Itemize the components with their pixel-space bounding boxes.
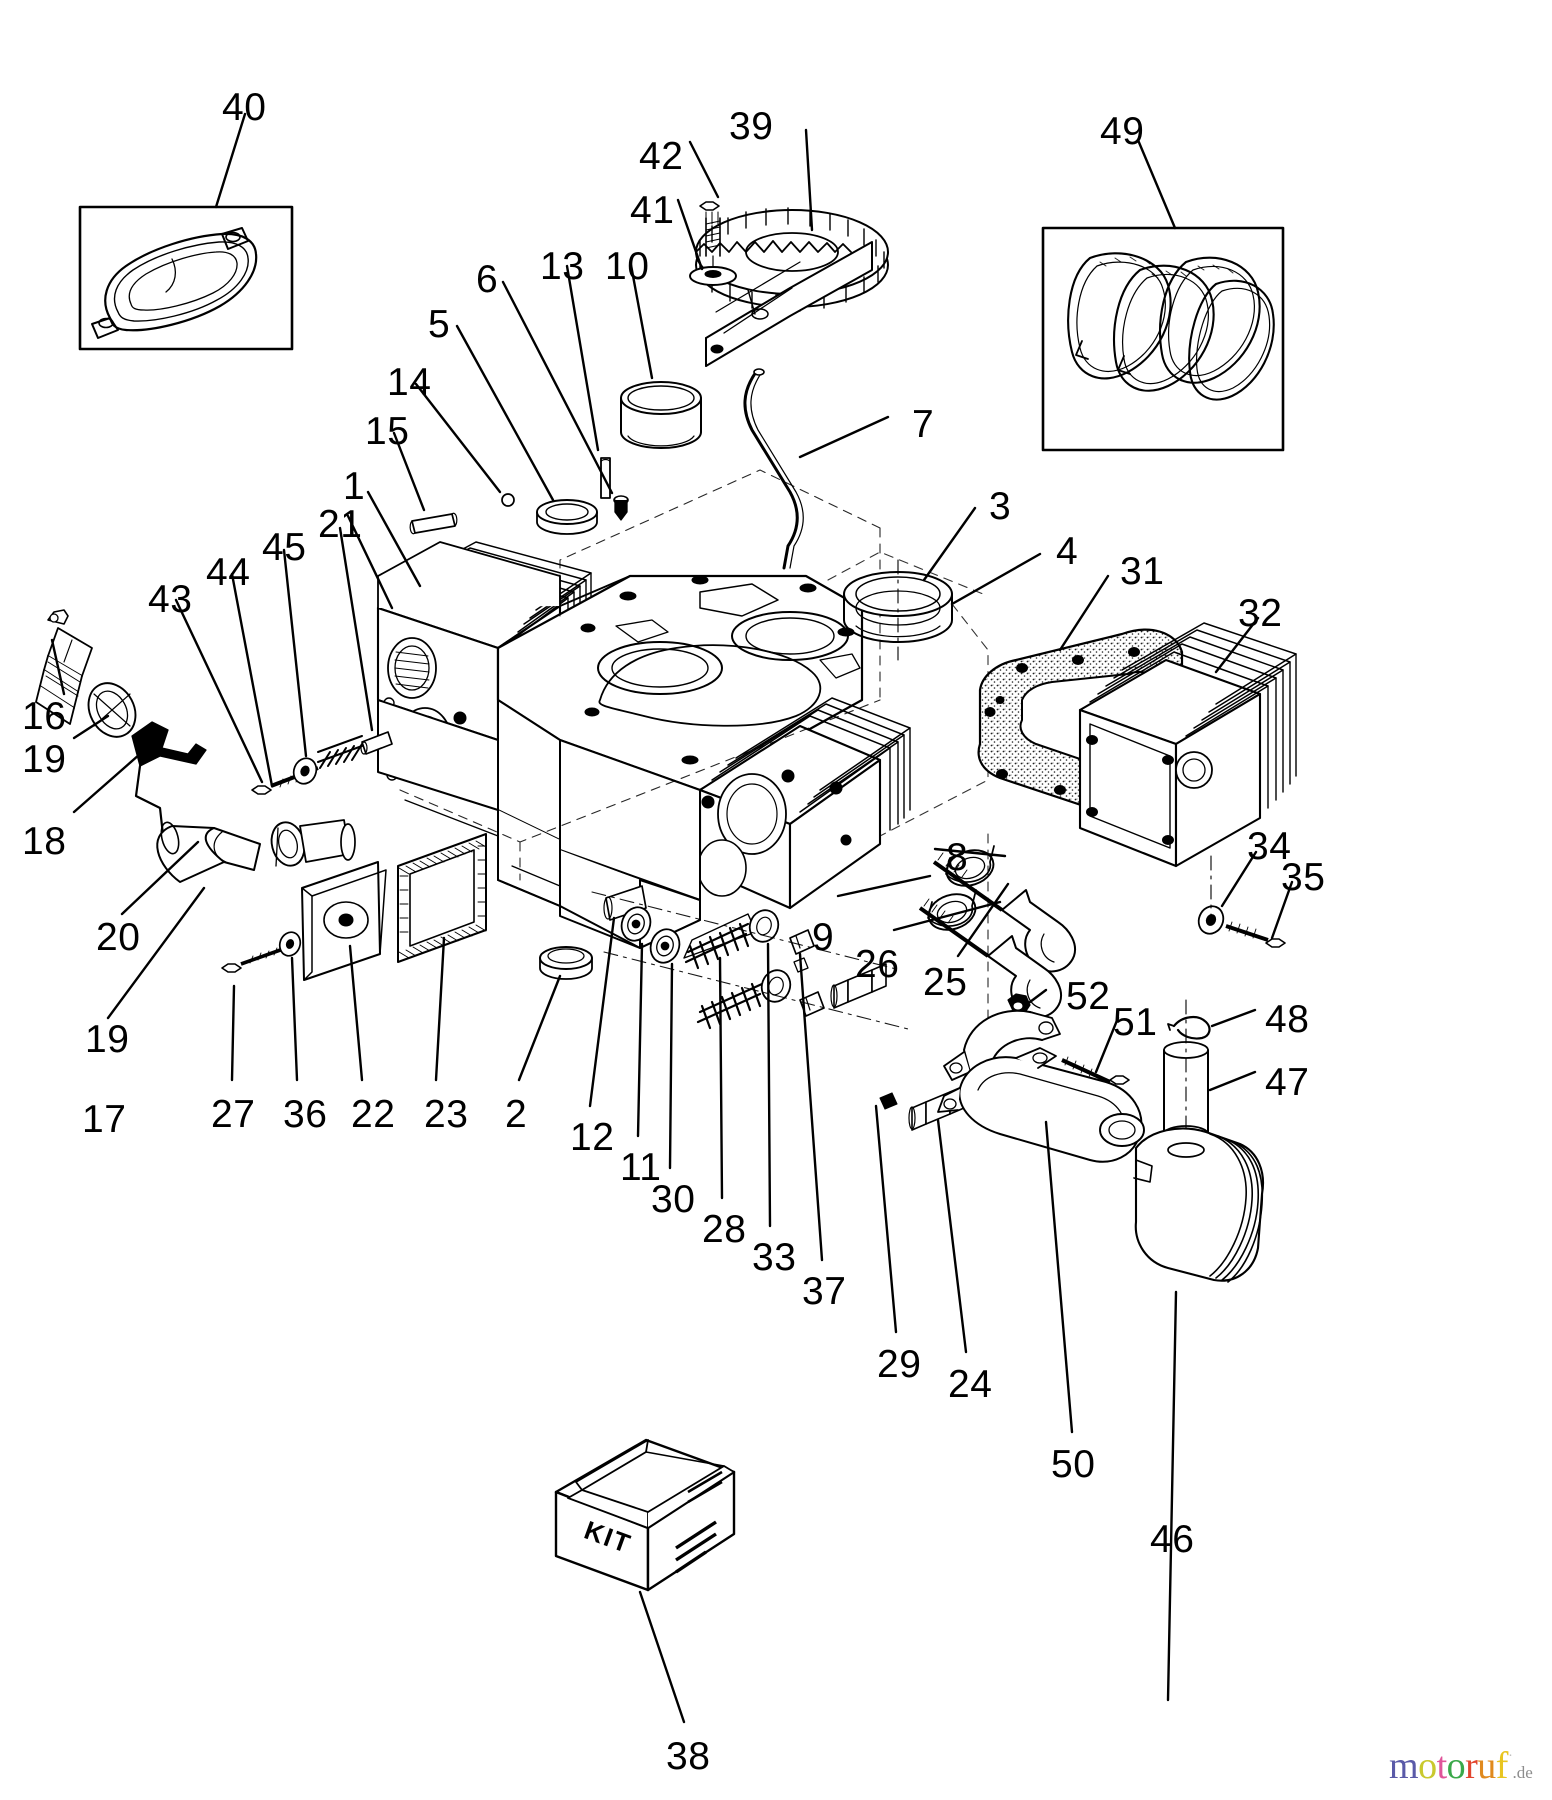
callout-15: 15 bbox=[365, 410, 410, 453]
valve-train-row bbox=[588, 885, 968, 1354]
watermark-letter-t: t bbox=[1436, 1745, 1448, 1787]
watermark-letter-u: u bbox=[1477, 1745, 1496, 1787]
callout-47: 47 bbox=[1265, 1061, 1310, 1104]
callout-19-lower: 19 bbox=[85, 1018, 130, 1061]
watermark-letter-m: m bbox=[1389, 1745, 1419, 1787]
spark-plug-assembly bbox=[35, 609, 261, 1020]
callout-50: 50 bbox=[1051, 1443, 1096, 1486]
callout-37: 37 bbox=[802, 1270, 847, 1313]
head-bolt-assembly bbox=[1197, 850, 1294, 948]
callout-28: 28 bbox=[702, 1208, 747, 1251]
breather-rod bbox=[743, 368, 890, 570]
callout-36: 36 bbox=[283, 1093, 328, 1136]
callout-4: 4 bbox=[1056, 530, 1079, 573]
cylinder-head bbox=[1078, 616, 1297, 868]
callout-6: 6 bbox=[476, 258, 499, 301]
valve-guides bbox=[836, 845, 1007, 931]
breather-cover-assembly bbox=[221, 833, 487, 1082]
lifters bbox=[830, 963, 965, 1131]
fastener-row-left bbox=[174, 526, 393, 795]
dowel-pin-15 bbox=[392, 431, 458, 535]
callout-8: 8 bbox=[946, 836, 969, 879]
crank-bearing bbox=[827, 506, 1042, 837]
callout-51: 51 bbox=[1113, 1001, 1158, 1044]
callout-34: 34 bbox=[1247, 825, 1292, 868]
kit-box bbox=[554, 1438, 736, 1724]
callout-21: 21 bbox=[318, 503, 363, 546]
callout-7: 7 bbox=[912, 403, 935, 446]
detent-14 bbox=[414, 382, 515, 507]
callout-16: 16 bbox=[22, 695, 67, 738]
callout-35: 35 bbox=[1281, 856, 1326, 899]
callout-3: 3 bbox=[989, 485, 1012, 528]
callout-52: 52 bbox=[1066, 975, 1111, 1018]
callout-31: 31 bbox=[1120, 550, 1165, 593]
watermark-letter-r: r bbox=[1465, 1745, 1478, 1787]
callout-40: 40 bbox=[222, 86, 267, 129]
gasket-inset-box bbox=[78, 112, 294, 351]
callout-17: 17 bbox=[82, 1098, 127, 1141]
callout-44: 44 bbox=[206, 551, 251, 594]
callout-20: 20 bbox=[96, 916, 141, 959]
gear-bolt bbox=[688, 140, 721, 277]
callout-32: 32 bbox=[1238, 592, 1283, 635]
motoruf-watermark: motoruf˙.de bbox=[1389, 1747, 1533, 1785]
callout-23: 23 bbox=[424, 1093, 469, 1136]
callout-1: 1 bbox=[343, 465, 366, 508]
seal-ring-5 bbox=[455, 324, 598, 535]
watermark-suffix: .de bbox=[1512, 1763, 1533, 1782]
callout-11: 11 bbox=[620, 1146, 662, 1189]
callout-10: 10 bbox=[605, 245, 650, 288]
callout-13: 13 bbox=[540, 245, 585, 288]
gear-washer bbox=[676, 198, 737, 286]
connecting-rod-assembly bbox=[937, 988, 1145, 1434]
callout-39: 39 bbox=[729, 105, 774, 148]
plug-6 bbox=[501, 280, 629, 521]
callout-19: 19 bbox=[22, 738, 67, 781]
callout-49: 49 bbox=[1100, 110, 1145, 153]
governor-gear bbox=[695, 128, 889, 367]
callout-46: 46 bbox=[1150, 1518, 1195, 1561]
callout-48: 48 bbox=[1265, 998, 1310, 1041]
callout-9: 9 bbox=[812, 916, 835, 959]
callout-29: 29 bbox=[877, 1343, 922, 1386]
callout-43: 43 bbox=[148, 578, 193, 621]
dowel-pin-13 bbox=[565, 264, 611, 499]
callout-45: 45 bbox=[262, 526, 307, 569]
callout-30: 30 bbox=[651, 1178, 696, 1221]
oil-seal-2 bbox=[517, 946, 593, 1082]
callout-24: 24 bbox=[948, 1363, 993, 1406]
callout-2: 2 bbox=[505, 1093, 528, 1136]
callout-42: 42 bbox=[639, 135, 684, 178]
callout-5: 5 bbox=[428, 303, 451, 346]
callout-26: 26 bbox=[855, 943, 900, 986]
cylinder-block bbox=[346, 469, 911, 949]
bore-sleeve bbox=[620, 263, 702, 449]
callout-18: 18 bbox=[22, 820, 67, 863]
callout-22: 22 bbox=[351, 1093, 396, 1136]
valves bbox=[892, 833, 1076, 1063]
watermark-dot-icon: ˙ bbox=[1507, 1752, 1513, 1769]
callout-25: 25 bbox=[923, 961, 968, 1004]
callout-27: 27 bbox=[211, 1093, 256, 1136]
watermark-letter-o2: o bbox=[1446, 1745, 1466, 1787]
watermark-letter-o1: o bbox=[1418, 1745, 1437, 1787]
fitting-17 bbox=[270, 819, 356, 867]
callout-38: 38 bbox=[666, 1735, 711, 1778]
callout-41: 41 bbox=[630, 189, 675, 232]
callout-12: 12 bbox=[570, 1116, 615, 1159]
watermark-letter-f: f bbox=[1495, 1745, 1509, 1787]
piston bbox=[1133, 1127, 1264, 1702]
callout-14: 14 bbox=[387, 361, 432, 404]
piston-rings-inset-box bbox=[1041, 138, 1285, 452]
callout-33: 33 bbox=[752, 1236, 797, 1279]
